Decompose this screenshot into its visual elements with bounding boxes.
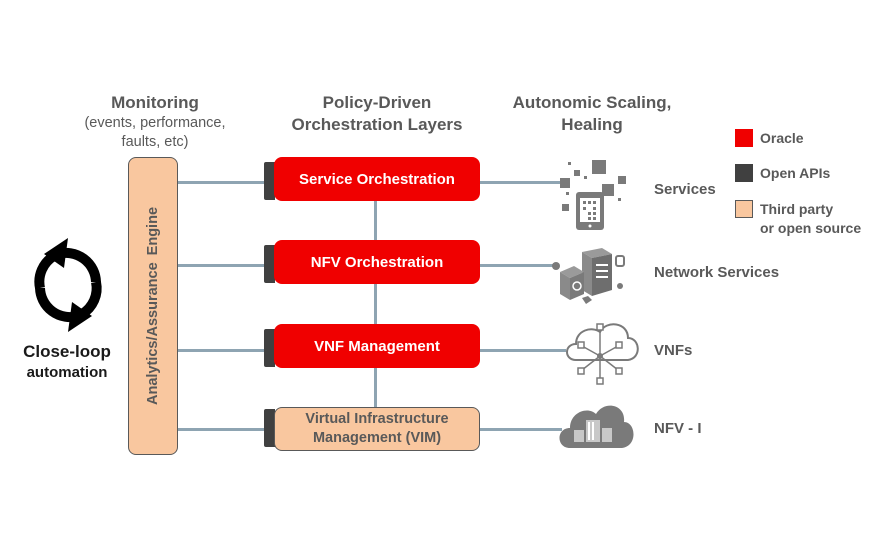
vim-label-2: Management (VIM): [312, 430, 442, 446]
monitoring-subtitle-2: faults, etc): [121, 134, 189, 150]
services-label: Services: [654, 181, 716, 198]
loop-label-2: automation: [26, 364, 108, 381]
scaling-title-1: Autonomic Scaling,: [512, 93, 672, 112]
service-orchestration-label: Service Orchestration: [299, 170, 455, 188]
legend-swatch-open-apis: [735, 164, 753, 182]
vnf-cloud-network-icon[interactable]: [562, 318, 642, 388]
services-tablet-icon[interactable]: [558, 158, 628, 232]
legend-label-open-apis: Open APIs: [760, 165, 831, 181]
connector-nfvo-target: [480, 264, 558, 267]
open-api-marker-nfvo: [264, 245, 275, 283]
legend-label-third-party-1: Third party: [760, 201, 834, 217]
connector-vim-target: [480, 428, 562, 431]
open-api-marker-vnfm: [264, 329, 275, 367]
network-services-label: Network Services: [654, 264, 780, 281]
nfvi-cloud-boxes-icon[interactable]: [556, 400, 636, 454]
vnfs-label: VNFs: [654, 342, 693, 359]
connector-vnfm-target: [480, 349, 566, 352]
open-api-marker-service: [264, 162, 275, 200]
nfv-i-label: NFV - I: [654, 420, 702, 437]
nfv-orchestration-label: NFV Orchestration: [310, 253, 444, 271]
service-orchestration-box[interactable]: Service Orchestration: [274, 157, 480, 201]
nfv-orchestration-box[interactable]: NFV Orchestration: [274, 240, 480, 284]
refresh-cycle-icon: [34, 238, 102, 332]
connector-engine-service: [178, 181, 266, 184]
open-api-marker-vim: [264, 409, 275, 447]
connector-service-target: [480, 181, 562, 184]
legend-label-third-party-2: or open source: [760, 220, 862, 236]
legend-swatch-third-party: [735, 200, 753, 218]
connector-engine-vim: [178, 428, 266, 431]
analytics-assurance-engine[interactable]: Analytics/Assurance Engine: [128, 157, 178, 455]
engine-label: Analytics/Assurance Engine: [145, 206, 161, 406]
orchestration-title-2: Orchestration Layers: [291, 115, 463, 134]
vim-label-1: Virtual Infrastructure: [305, 411, 449, 427]
legend-label-oracle: Oracle: [760, 130, 804, 146]
loop-label-1: Close-loop: [23, 342, 111, 361]
orchestration-title-1: Policy-Driven: [322, 93, 432, 112]
legend-swatch-oracle: [735, 129, 753, 147]
vim-box[interactable]: Virtual Infrastructure Management (VIM): [274, 407, 480, 451]
connector-engine-vnfm: [178, 349, 266, 352]
vnf-management-label: VNF Management: [314, 337, 440, 355]
connector-layer-spine: [374, 200, 377, 410]
connector-engine-nfvo: [178, 264, 266, 267]
vnf-management-box[interactable]: VNF Management: [274, 324, 480, 368]
monitoring-title: Monitoring: [111, 93, 199, 112]
scaling-title-2: Healing: [561, 115, 623, 134]
monitoring-subtitle-1: (events, performance,: [84, 115, 226, 131]
network-services-server-icon[interactable]: [552, 246, 632, 306]
